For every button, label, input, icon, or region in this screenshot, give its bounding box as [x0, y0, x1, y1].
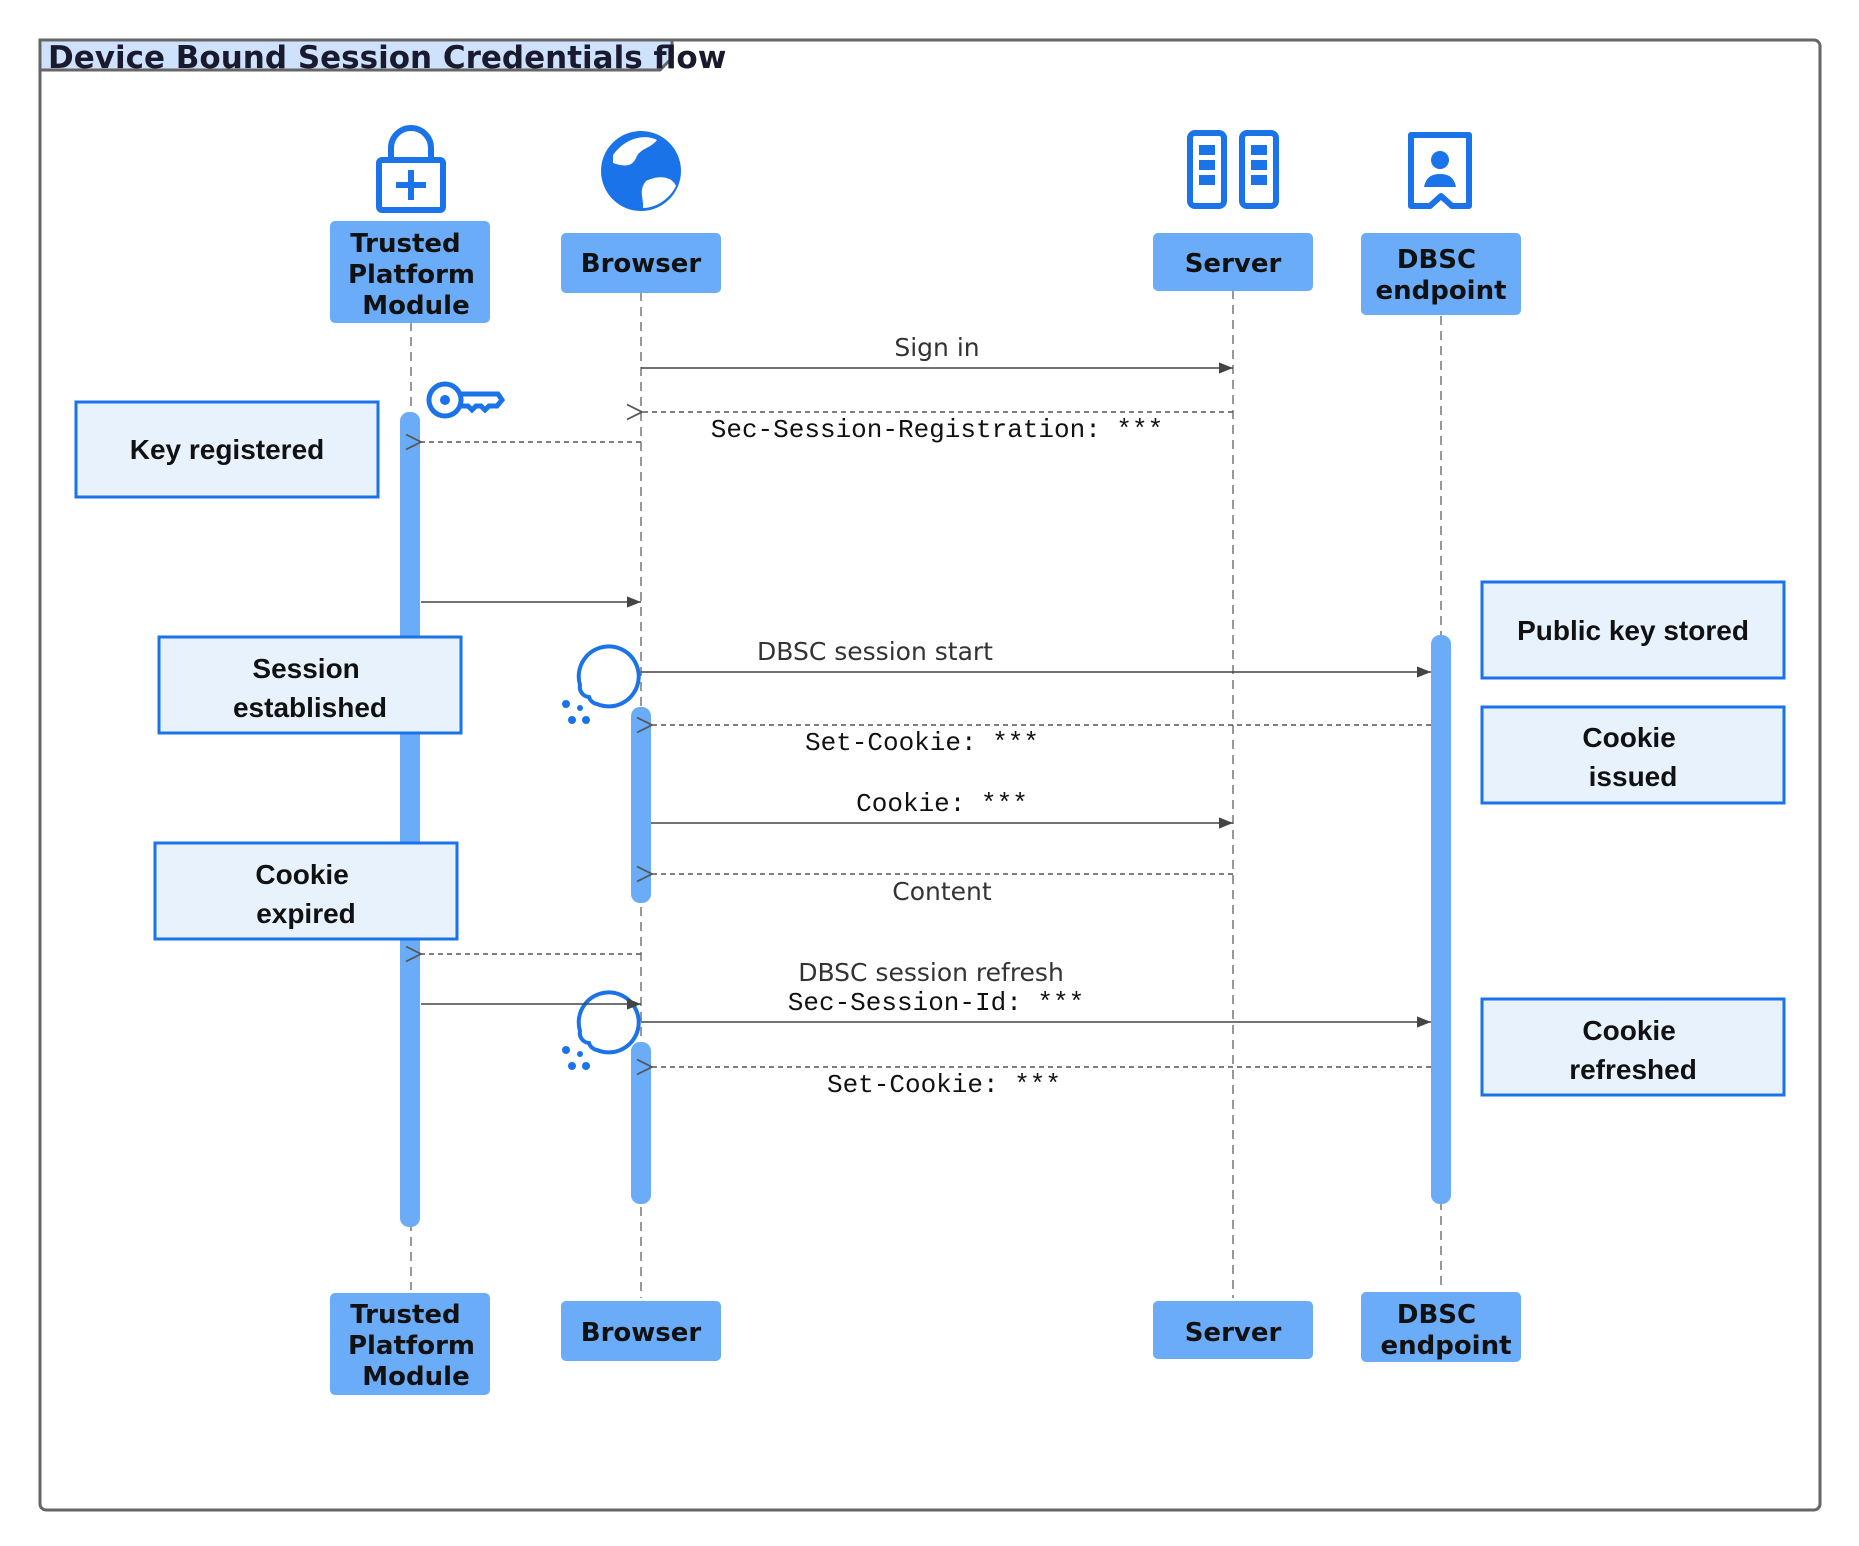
actor-box-tpm-top[interactable]: [330, 221, 490, 323]
actor-label-server-bottom: Server: [1185, 1318, 1282, 1348]
note-label-cookie-issued: Cookie issued: [1582, 722, 1683, 792]
message-label-session-start: DBSC session start: [757, 637, 993, 666]
message-label-session-id: Sec-Session-Id: ***: [788, 988, 1084, 1018]
actor-box-browser-bottom[interactable]: [561, 1301, 721, 1361]
actor-boxes: [330, 221, 1521, 1395]
actor-box-dbsc-bottom[interactable]: [1361, 1292, 1521, 1362]
note-box-key-registered[interactable]: [74, 400, 380, 499]
actor-label-browser-bottom: Browser: [581, 1318, 702, 1348]
note-box-cookie-refreshed[interactable]: [1480, 997, 1786, 1097]
actor-box-server-top[interactable]: [1153, 233, 1313, 291]
key-icon: [426, 381, 506, 419]
actor-label-tpm-top: Trusted Platform Module: [348, 229, 484, 321]
lock-icon: [376, 125, 446, 213]
badge-icon: [1408, 132, 1472, 209]
message-label-set-cookie-1: Set-Cookie: ***: [805, 728, 1039, 758]
cookie-icon: [562, 644, 641, 724]
activation-bars: [400, 412, 1451, 1227]
note-box-cookie-issued[interactable]: [1480, 705, 1786, 805]
notes: Key registered Session established Cooki…: [74, 400, 1786, 1097]
message-label-cookie: Cookie: ***: [856, 789, 1028, 819]
note-box-public-key-stored[interactable]: [1480, 580, 1786, 680]
note-label-key-registered: Key registered: [130, 434, 325, 465]
actor-label-server-top: Server: [1185, 249, 1282, 279]
message-label-session-refresh: DBSC session refresh: [798, 958, 1064, 987]
actor-label-dbsc-bottom: DBSC endpoint: [1380, 1300, 1511, 1361]
activation-tpm: [400, 412, 420, 1227]
actor-box-browser-top[interactable]: [561, 233, 721, 293]
server-icon: [1187, 130, 1279, 209]
actor-label-tpm-bottom: Trusted Platform Module: [348, 1300, 484, 1392]
note-box-cookie-expired[interactable]: [153, 841, 459, 941]
message-label-sign-in: Sign in: [894, 333, 979, 362]
note-label-cookie-expired: Cookie expired: [255, 859, 356, 929]
note-label-public-key-stored: Public key stored: [1517, 615, 1749, 646]
actor-box-server-bottom[interactable]: [1153, 1301, 1313, 1359]
message-label-set-cookie-2: Set-Cookie: ***: [827, 1070, 1061, 1100]
activation-browser-1: [631, 707, 651, 903]
message-label-content: Content: [892, 877, 992, 906]
actor-box-tpm-bottom[interactable]: [330, 1293, 490, 1395]
cookie-icon: [562, 990, 641, 1070]
activation-browser-2: [631, 1042, 651, 1204]
actor-label-browser-top: Browser: [581, 249, 702, 279]
activation-dbsc: [1431, 635, 1451, 1204]
globe-icon: [601, 131, 681, 211]
actor-labels: Trusted Platform Module Browser Server D…: [348, 229, 1512, 1392]
messages: Sign in Sec-Session-Registration: *** DB…: [421, 333, 1431, 1100]
frame-title: Device Bound Session Credentials flow: [48, 40, 726, 76]
note-box-session-established[interactable]: [157, 635, 463, 735]
note-label-cookie-refreshed: Cookie refreshed: [1569, 1015, 1697, 1085]
message-label-registration: Sec-Session-Registration: ***: [711, 415, 1163, 445]
actor-box-dbsc-top[interactable]: [1361, 233, 1521, 315]
note-label-session-established: Session established: [233, 653, 387, 723]
frame-title-tab: [38, 38, 674, 72]
actor-label-dbsc-top: DBSC endpoint: [1375, 245, 1506, 306]
